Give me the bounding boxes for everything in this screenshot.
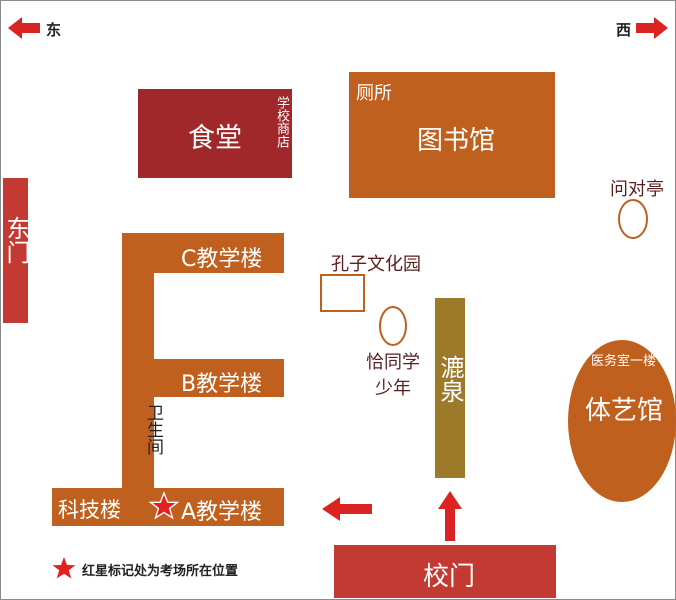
library-block: [349, 72, 555, 198]
canteen-block: [138, 89, 292, 178]
wenduiting-label: 问对亭: [610, 179, 664, 200]
left-arrow-icon: [322, 497, 372, 521]
school-gate-block: [334, 545, 556, 598]
lu-spring-label: 漉泉: [436, 355, 464, 403]
east-label: 东: [46, 21, 62, 39]
east-arrow-icon: [8, 17, 40, 39]
clinic-label: 医务室一楼: [591, 354, 657, 369]
tech-building-label: 科技楼: [58, 498, 121, 522]
building-b-block: [122, 359, 284, 397]
east-gate-label: 东门: [2, 216, 30, 264]
wenduiting-circle: [618, 199, 648, 239]
canteen-label: 食堂: [188, 123, 242, 154]
confucius-garden-box: [320, 274, 365, 312]
yitong-circle: [379, 306, 407, 346]
confucius-garden-label: 孔子文化园: [331, 254, 421, 275]
legend-star-icon: [52, 557, 76, 579]
school-store-label: 学校商店: [274, 96, 289, 148]
school-gate-label: 校门: [423, 562, 476, 592]
arts-hall-block: [568, 340, 676, 502]
building-c-label: C教学楼: [181, 247, 263, 272]
yitong-youth-label: 恰同学少年: [366, 352, 420, 399]
lu-spring-block: [435, 298, 465, 478]
toilet-left-label: 卫生间: [143, 404, 163, 455]
up-arrow-icon: [438, 491, 462, 541]
legend-text: 红星标记处为考场所在位置: [82, 564, 239, 579]
toilet-top-label: 厕所: [356, 83, 392, 104]
west-label: 西: [616, 21, 632, 39]
east-gate-block: [3, 178, 28, 323]
exam-star-icon: [148, 491, 180, 520]
arts-hall-label: 体艺馆: [585, 396, 664, 426]
west-arrow-icon: [636, 17, 668, 39]
building-b-label: B教学楼: [181, 372, 263, 397]
building-a-label: A教学楼: [181, 500, 263, 525]
building-c-block: [122, 233, 284, 273]
library-label: 图书馆: [417, 126, 496, 156]
